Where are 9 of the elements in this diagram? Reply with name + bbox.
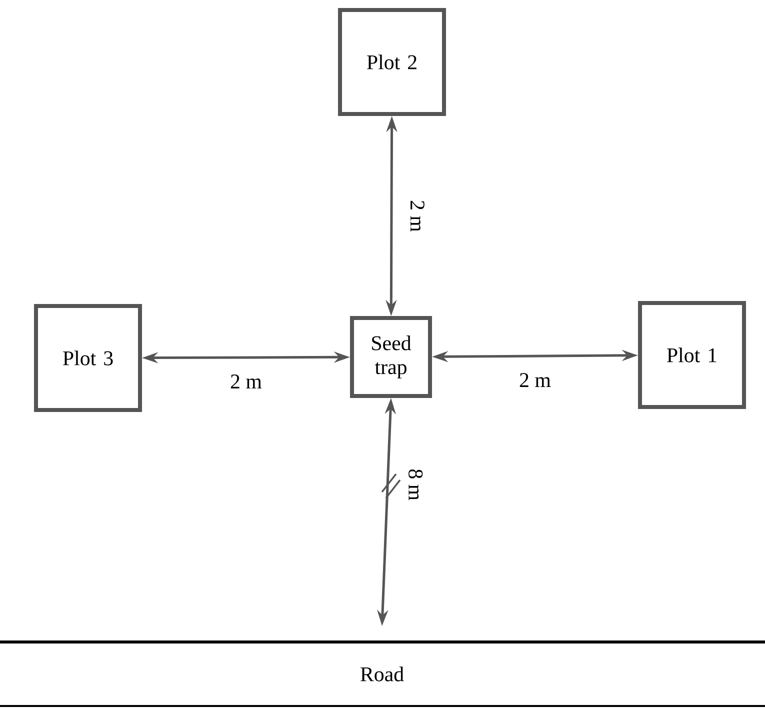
road-band: Road [0, 640, 765, 707]
plot-box: Plot 3 [34, 304, 142, 412]
edge-label: 2 m [410, 200, 424, 232]
seed-trap-box: Seed trap [350, 316, 432, 398]
edge-label: 2 m [520, 373, 551, 387]
edge-label: 8 m [408, 469, 423, 500]
plot-box: Plot 2 [338, 8, 446, 116]
plot-box: Plot 1 [638, 301, 746, 409]
edge-label: 2 m [230, 374, 262, 388]
